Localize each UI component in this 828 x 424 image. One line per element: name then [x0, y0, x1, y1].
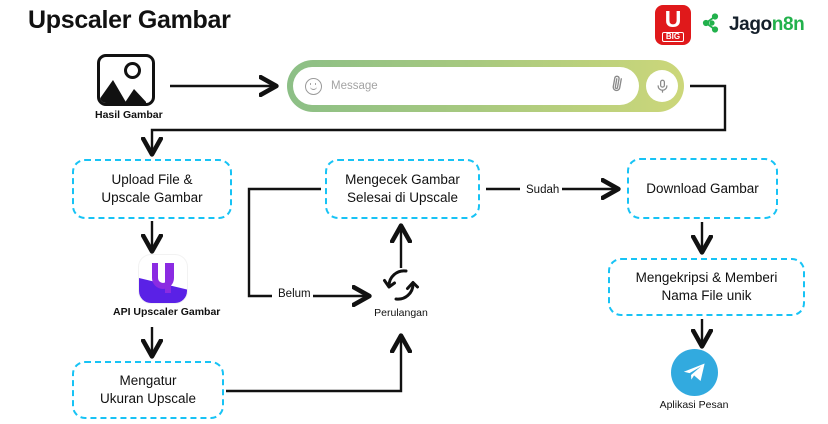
node-download-image[interactable]: Download Gambar — [627, 158, 778, 219]
image-icon-sun — [124, 62, 141, 79]
node-messaging-app: Aplikasi Pesan — [644, 349, 744, 411]
node-image-result: Hasil Gambar — [95, 54, 163, 121]
paperclip-icon[interactable] — [605, 72, 632, 100]
image-icon — [97, 54, 155, 106]
refresh-loop-icon — [383, 269, 419, 301]
edge-label-sudah: Sudah — [526, 184, 560, 196]
upload-line-2: Upscale Gambar — [101, 190, 203, 205]
node-encrypt-rename[interactable]: Mengekripsi & Memberi Nama File unik — [608, 258, 805, 316]
node-upload-upscale[interactable]: Upload File & Upscale Gambar — [72, 159, 232, 219]
upscaler-icon-u-stem — [165, 263, 171, 293]
encrypt-line-2: Nama File unik — [661, 288, 752, 303]
ubig-sub: BIG — [661, 31, 685, 42]
download-label: Download Gambar — [646, 180, 759, 196]
messaging-app-label: Aplikasi Pesan — [659, 399, 729, 411]
page-title: Upscaler Gambar — [28, 6, 231, 34]
node-loop: Perulangan — [368, 266, 434, 319]
loop-label: Perulangan — [374, 307, 428, 319]
jagon8n-wordmark: Jagon8n — [729, 14, 805, 36]
ubig-letter: U — [664, 5, 682, 32]
jagon8n-logo: Jagon8n — [701, 11, 805, 40]
check-line-1: Mengecek Gambar — [345, 172, 460, 188]
upscaler-icon-u-curve — [152, 263, 174, 289]
size-line-1: Mengatur — [119, 373, 177, 389]
brand-logos: U BIG Jagon8n — [655, 5, 805, 45]
node-api-upscaler: API Upscaler Gambar — [113, 255, 221, 318]
telegram-icon — [670, 349, 718, 396]
jagon8n-dark: Jago — [729, 14, 772, 35]
smiley-icon[interactable] — [305, 77, 322, 95]
ubig-logo: U BIG — [655, 5, 691, 45]
check-line-2: Selesai di Upscale — [346, 190, 459, 205]
microphone-icon[interactable] — [646, 70, 678, 102]
edge-label-belum: Belum — [278, 288, 311, 300]
size-line-2: Ukuran Upscale — [99, 391, 197, 406]
image-result-label: Hasil Gambar — [95, 109, 163, 121]
api-upscaler-label: API Upscaler Gambar — [113, 306, 221, 318]
encrypt-line-1: Mengekripsi & Memberi — [635, 270, 778, 286]
node-set-upscale-size[interactable]: Mengatur Ukuran Upscale — [72, 361, 224, 419]
message-input[interactable]: Message — [293, 67, 639, 105]
message-placeholder: Message — [331, 80, 378, 92]
upload-line-1: Upload File & — [111, 172, 193, 188]
upscaler-app-icon — [139, 255, 187, 303]
node-check-upscale-done[interactable]: Mengecek Gambar Selesai di Upscale — [325, 159, 480, 219]
message-bar[interactable]: Message — [287, 60, 684, 112]
jagon8n-green: n8n — [771, 14, 805, 35]
nodes-icon — [701, 11, 725, 40]
